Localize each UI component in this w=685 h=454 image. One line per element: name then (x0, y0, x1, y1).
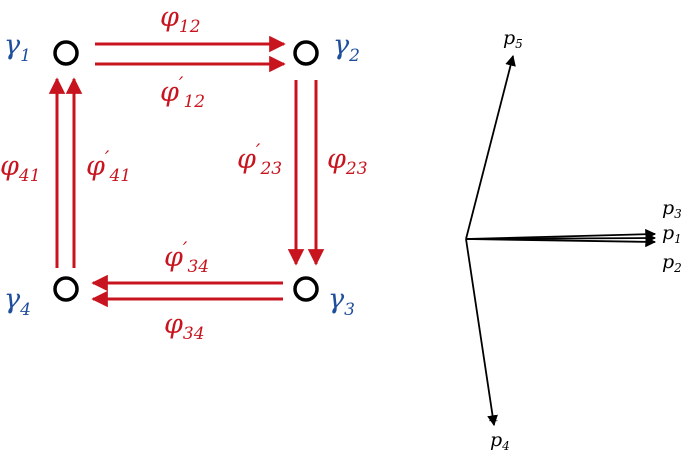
label-p5: p5 (503, 27, 523, 51)
node-labels: γ1 γ2 γ3 γ4 (4, 30, 360, 320)
label-p3: p3 (662, 197, 682, 221)
momentum-vectors (465, 54, 657, 427)
graph-arrows (48, 35, 325, 308)
label-gamma3: γ3 (328, 284, 355, 320)
label-phi41-prime: φ′41 (86, 146, 131, 186)
node-gamma3 (293, 276, 319, 302)
node-gamma2 (293, 40, 319, 66)
label-phi12-prime: φ′12 (160, 72, 205, 112)
vector-p2 (465, 236, 657, 248)
node-gamma1 (53, 40, 79, 66)
vector-p4-bar (465, 238, 498, 427)
vector-p5 (465, 54, 516, 240)
label-phi41: φ41 (0, 151, 41, 186)
label-gamma1: γ1 (4, 30, 31, 66)
graph-nodes (53, 40, 319, 302)
label-p4-bar: p4 (490, 429, 510, 453)
label-phi34-prime: φ′34 (164, 237, 209, 277)
label-phi23-prime: φ′23 (237, 139, 282, 179)
edge-labels: φ12 φ′12 φ′23 φ23 φ′34 φ34 φ41 φ′41 (0, 2, 368, 344)
label-phi23: φ23 (327, 144, 368, 179)
label-gamma2: γ2 (333, 30, 360, 66)
label-p1: p1 (662, 222, 682, 246)
label-p4-bar-mark: ‾ (489, 418, 498, 438)
node-gamma4 (53, 276, 79, 302)
label-gamma4: γ4 (4, 284, 31, 320)
label-phi12: φ12 (160, 2, 201, 37)
label-phi34: φ34 (164, 309, 205, 344)
label-p2: p2 (662, 251, 682, 275)
vector-labels: p5 p3 p1 p2 ‾ p4 (489, 27, 682, 453)
